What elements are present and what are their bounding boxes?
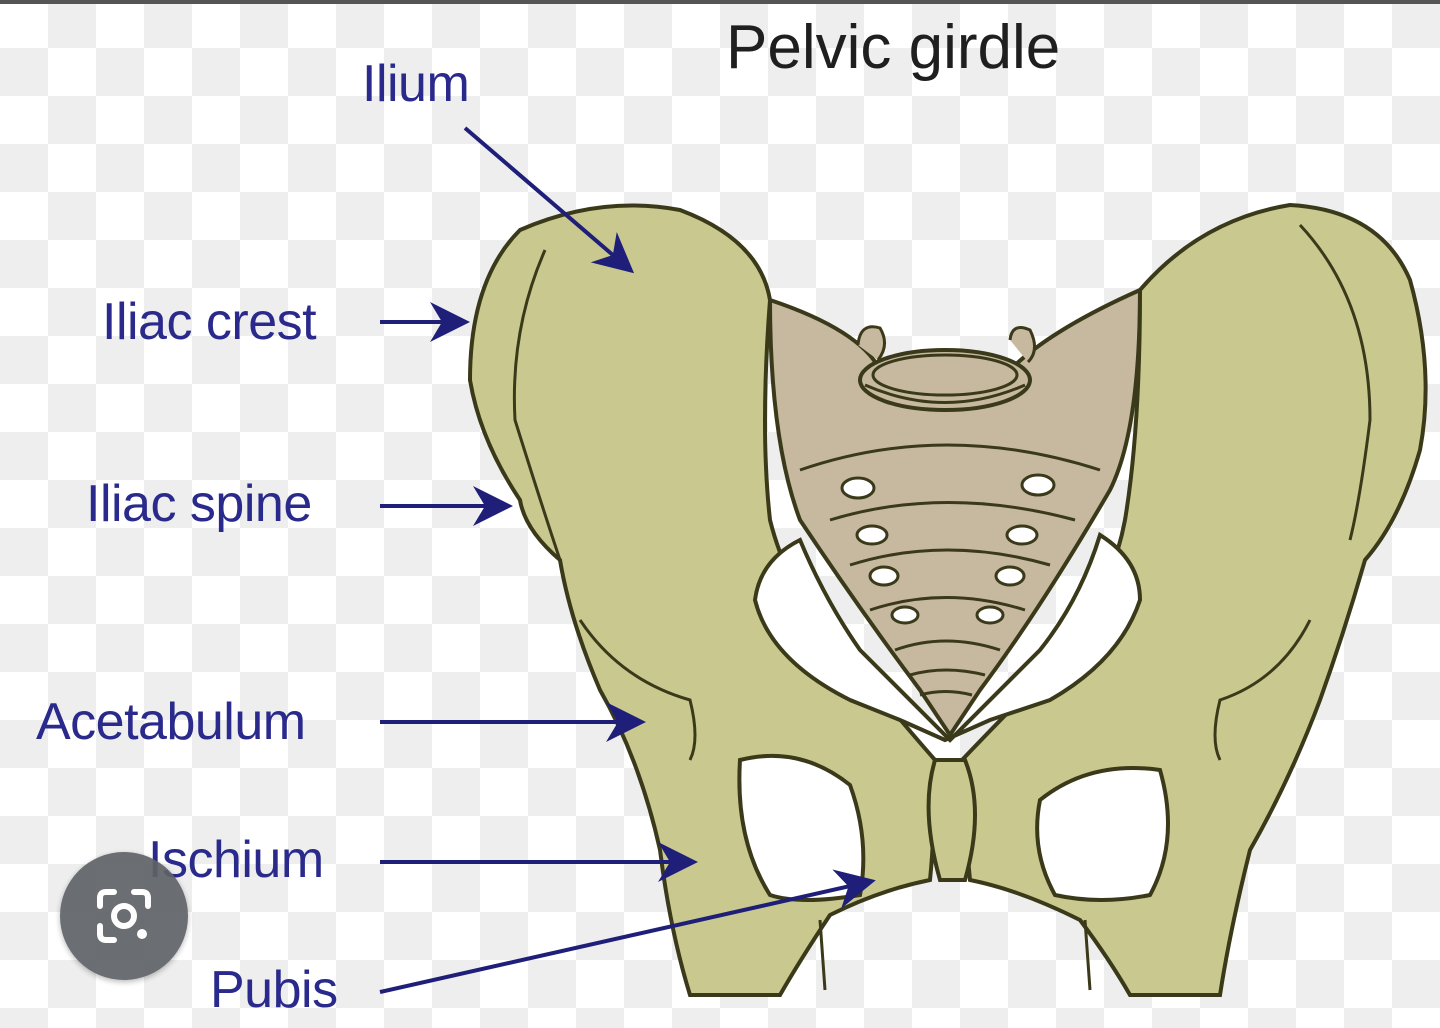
pelvic-inlet: [752, 531, 1143, 743]
pubic-symphysis: [926, 758, 977, 882]
label-pubis: Pubis: [210, 961, 338, 1019]
label-acetabulum: Acetabulum: [36, 693, 306, 751]
arrow-ilium: [463, 126, 635, 274]
label-ischium: Ischium: [148, 831, 324, 889]
sacrum: [767, 286, 1143, 739]
lens-search-button[interactable]: [60, 852, 188, 980]
label-ilium: Ilium: [362, 55, 470, 113]
google-lens-icon: [97, 889, 151, 943]
label-iliac-crest: Iliac crest: [102, 293, 317, 351]
top-border: [0, 0, 1440, 4]
diagram-title: Pelvic girdle: [726, 13, 1061, 82]
label-arrows: [379, 126, 876, 994]
label-iliac-spine: Iliac spine: [86, 475, 312, 533]
arrow-pubis: [379, 869, 876, 994]
